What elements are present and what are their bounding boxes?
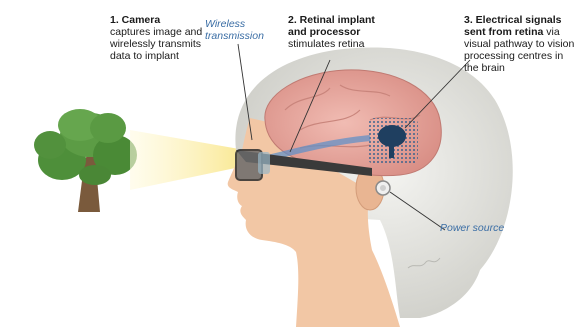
label-camera: 1. Camera captures image and wirelessly … (110, 14, 206, 62)
label-power-text: Power source (440, 222, 504, 234)
tree-icon (34, 109, 137, 212)
label-camera-text: captures image and wirelessly transmits … (110, 26, 202, 62)
label-implant: 2. Retinal implant and processor stimula… (288, 14, 388, 50)
light-beam (130, 130, 245, 190)
label-signals: 3. Electrical signals sent from retina v… (464, 14, 580, 74)
label-wireless-text: Wireless transmission (205, 18, 264, 42)
label-implant-title: 2. Retinal implant and processor (288, 14, 375, 38)
label-wireless: Wireless transmission (205, 18, 277, 42)
label-camera-title: 1. Camera (110, 14, 160, 26)
label-power: Power source (440, 222, 530, 234)
power-source-icon (376, 181, 390, 195)
label-implant-text: stimulates retina (288, 38, 364, 50)
